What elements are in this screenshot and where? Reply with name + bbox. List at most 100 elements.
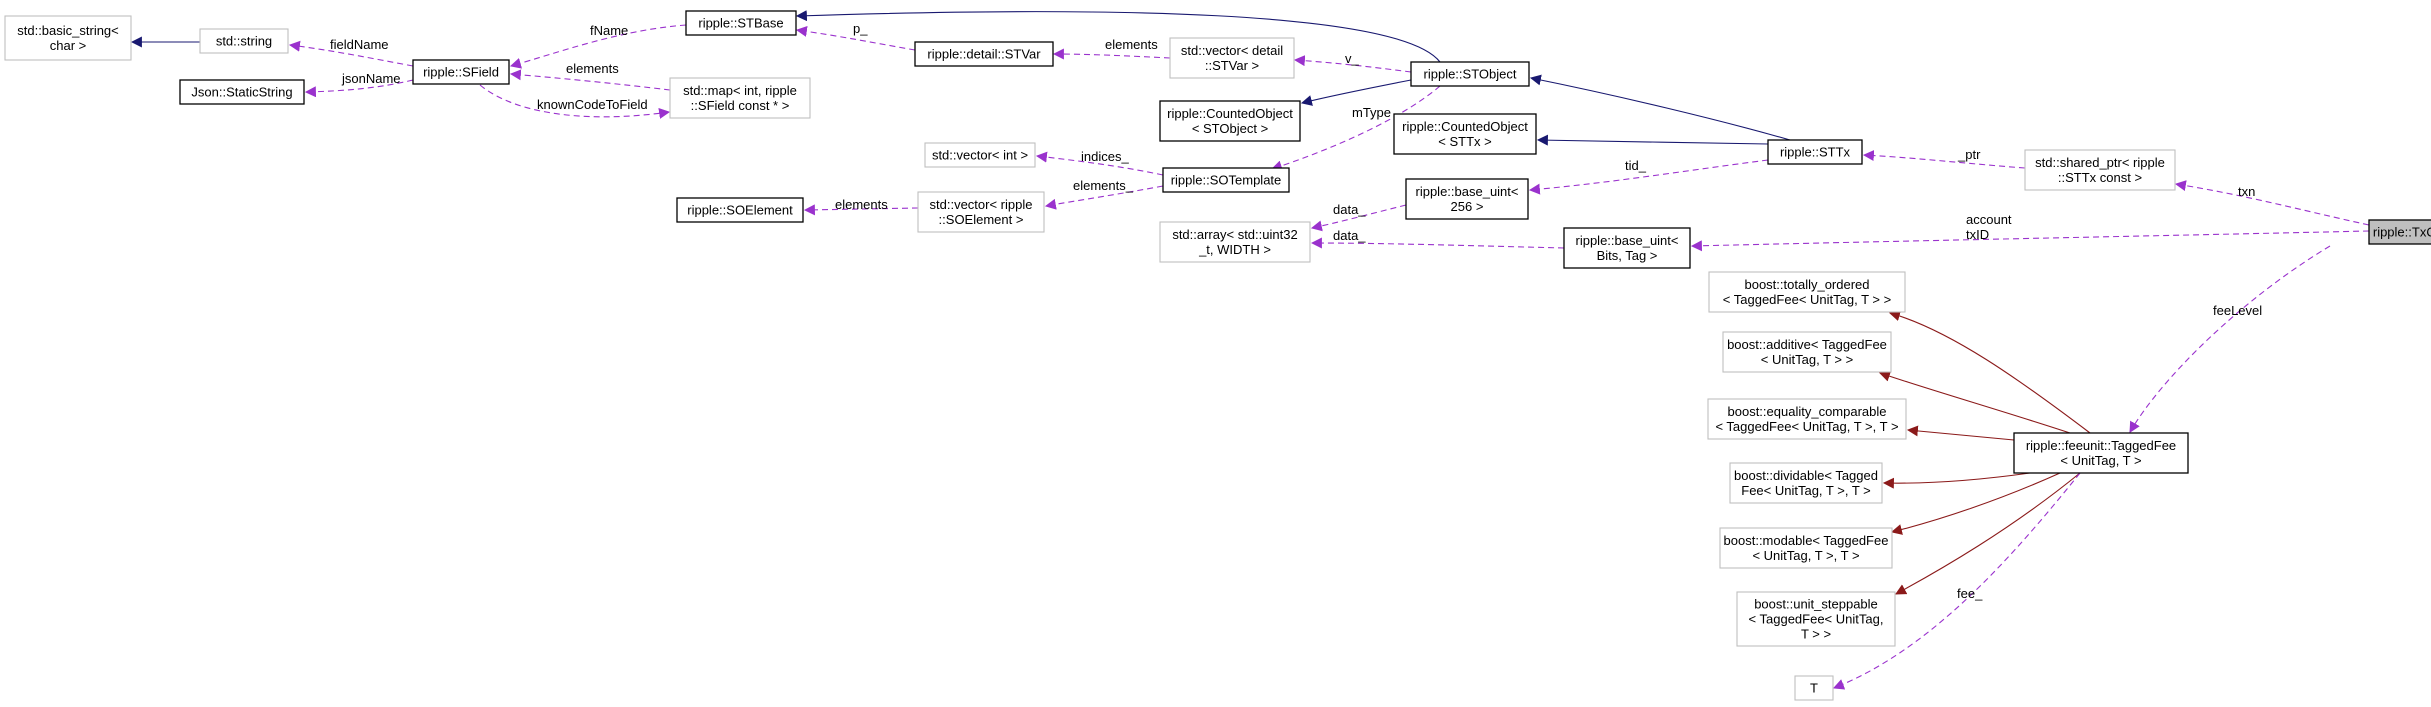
node-label: boost::equality_comparable — [1728, 404, 1887, 419]
class-node-modable[interactable]: boost::modable< TaggedFee< UnitTag, T >,… — [1719, 527, 1893, 569]
edge-label: knownCodeToField — [537, 97, 648, 112]
node-label: ripple::SOTemplate — [1171, 173, 1282, 188]
class-node-counted-sttx[interactable]: ripple::CountedObject< STTx > — [1393, 113, 1537, 155]
edge-line — [1906, 425, 2015, 441]
node-box — [924, 142, 1036, 168]
edges-layer: fieldNamejsonNamefNameelementsknownCodeT… — [130, 10, 2370, 690]
class-node-maybetx[interactable]: ripple::TxQ::MaybeTx — [2368, 219, 2431, 245]
node-label: < UnitTag, T >, T > — [1752, 548, 1859, 563]
class-node-basic-string[interactable]: std::basic_string<char > — [4, 15, 132, 61]
class-node-additive[interactable]: boost::additive< TaggedFee< UnitTag, T >… — [1722, 331, 1892, 373]
node-box — [1722, 331, 1892, 373]
edge-tf-t: fee_ — [1832, 472, 2081, 690]
nodes-layer: std::basic_string<char >std::stringrippl… — [4, 10, 2431, 701]
edge-tf-totally — [1888, 310, 2091, 434]
class-node-vec-int[interactable]: std::vector< int > — [924, 142, 1036, 168]
class-node-std-array[interactable]: std::array< std::uint32_t, WIDTH > — [1159, 221, 1311, 263]
class-node-staticstring[interactable]: Json::StaticString — [179, 79, 305, 105]
class-node-shared-ptr[interactable]: std::shared_ptr< ripple::STTx const > — [2024, 149, 2176, 191]
edge-line — [1888, 310, 2091, 434]
node-box — [676, 197, 804, 223]
node-label: < UnitTag, T > — [2060, 453, 2141, 468]
node-label: std::vector< ripple — [930, 197, 1033, 212]
edge-line — [509, 69, 671, 91]
class-node-stobject[interactable]: ripple::STObject — [1410, 61, 1530, 87]
edge-line — [1529, 74, 1791, 141]
node-label: ::STVar > — [1205, 58, 1259, 73]
node-box — [1563, 227, 1691, 269]
class-node-stvar[interactable]: ripple::detail::STVar — [914, 41, 1054, 67]
edge-line — [1528, 159, 1769, 195]
node-label: ::STTx const > — [2058, 170, 2142, 185]
class-node-map-sfield[interactable]: std::map< int, ripple::SField const * > — [669, 77, 811, 119]
edge-label: indices_ — [1081, 149, 1129, 164]
edge-line — [509, 24, 687, 69]
node-label: std::vector< int > — [932, 148, 1028, 163]
node-box — [1162, 167, 1290, 193]
node-label: < TaggedFee< UnitTag, T > > — [1723, 292, 1891, 307]
node-label: ripple::detail::STVar — [927, 47, 1041, 62]
node-box — [1719, 527, 1893, 569]
class-node-base-uint-bits[interactable]: ripple::base_uint<Bits, Tag > — [1563, 227, 1691, 269]
node-box — [4, 15, 132, 61]
edge-stobject-counted — [1300, 79, 1412, 106]
edge-sfield-string: fieldName — [288, 37, 414, 67]
edge-label: elements — [1105, 37, 1158, 52]
node-label: ripple::base_uint< — [1416, 184, 1519, 199]
node-label: ripple::SOElement — [687, 203, 793, 218]
edge-maybetx-shared: txn — [2174, 180, 2370, 226]
class-node-base-uint256[interactable]: ripple::base_uint<256 > — [1405, 178, 1529, 220]
class-node-soelement[interactable]: ripple::SOElement — [676, 197, 804, 223]
edge-line — [1890, 472, 2061, 535]
edge-tf-additive — [1878, 370, 2071, 434]
class-node-stbase[interactable]: ripple::STBase — [685, 10, 797, 36]
class-node-equality-comparable[interactable]: boost::equality_comparable< TaggedFee< U… — [1707, 398, 1907, 440]
class-node-t-node[interactable]: T — [1794, 675, 1834, 701]
node-label: T — [1810, 681, 1818, 696]
edge-label: v_ — [1345, 51, 1360, 66]
node-box — [412, 59, 510, 85]
node-box — [917, 191, 1045, 233]
class-node-std-string[interactable]: std::string — [199, 28, 289, 54]
class-node-sfield[interactable]: ripple::SField — [412, 59, 510, 85]
class-node-counted-stobject[interactable]: ripple::CountedObject< STObject > — [1159, 100, 1301, 142]
class-node-vec-stvar[interactable]: std::vector< detail::STVar > — [1169, 37, 1295, 79]
node-box — [179, 79, 305, 105]
class-node-sttx[interactable]: ripple::STTx — [1767, 139, 1863, 165]
edge-stobject-vec: v_ — [1293, 51, 1412, 73]
edge-line — [1310, 237, 1565, 249]
node-label: ripple::TxQ::MaybeTx — [2373, 225, 2431, 240]
node-label: std::string — [216, 34, 272, 49]
node-label: ripple::SField — [423, 65, 499, 80]
edge-label: account — [1966, 212, 2012, 227]
node-label: Fee< UnitTag, T >, T > — [1741, 483, 1870, 498]
edge-sttx-counted — [1536, 134, 1769, 146]
node-label: ripple::STBase — [698, 16, 783, 31]
node-label: ::SOElement > — [939, 212, 1024, 227]
edge-base256-array: data_ — [1310, 202, 1407, 232]
node-box — [1708, 271, 1906, 313]
edge-line — [2129, 245, 2331, 433]
class-node-totally-ordered[interactable]: boost::totally_ordered< TaggedFee< UnitT… — [1708, 271, 1906, 313]
class-node-sotemplate[interactable]: ripple::SOTemplate — [1162, 167, 1290, 193]
edge-line — [1690, 230, 2370, 252]
node-label: Json::StaticString — [191, 85, 292, 100]
edge-maybetx-taggedfee: feeLevel — [2129, 245, 2331, 433]
node-label: T > > — [1801, 627, 1831, 642]
node-box — [1159, 100, 1301, 142]
node-box — [199, 28, 289, 54]
edge-label: feeLevel — [2213, 303, 2262, 318]
node-box — [1169, 37, 1295, 79]
node-label: ripple::STObject — [1424, 67, 1517, 82]
node-box — [2024, 149, 2176, 191]
edge-label: elements — [835, 197, 888, 212]
edge-label: fieldName — [330, 37, 389, 52]
class-node-dividable[interactable]: boost::dividable< TaggedFee< UnitTag, T … — [1729, 462, 1883, 504]
class-node-unit-steppable[interactable]: boost::unit_steppable< TaggedFee< UnitTa… — [1736, 591, 1896, 647]
edge-label: jsonName — [341, 71, 401, 86]
edge-label: fee_ — [1957, 586, 1983, 601]
class-node-vec-soelement[interactable]: std::vector< ripple::SOElement > — [917, 191, 1045, 233]
class-node-taggedfee[interactable]: ripple::feeunit::TaggedFee< UnitTag, T > — [2013, 432, 2189, 474]
edge-stvar-stbase: p_ — [795, 21, 916, 51]
